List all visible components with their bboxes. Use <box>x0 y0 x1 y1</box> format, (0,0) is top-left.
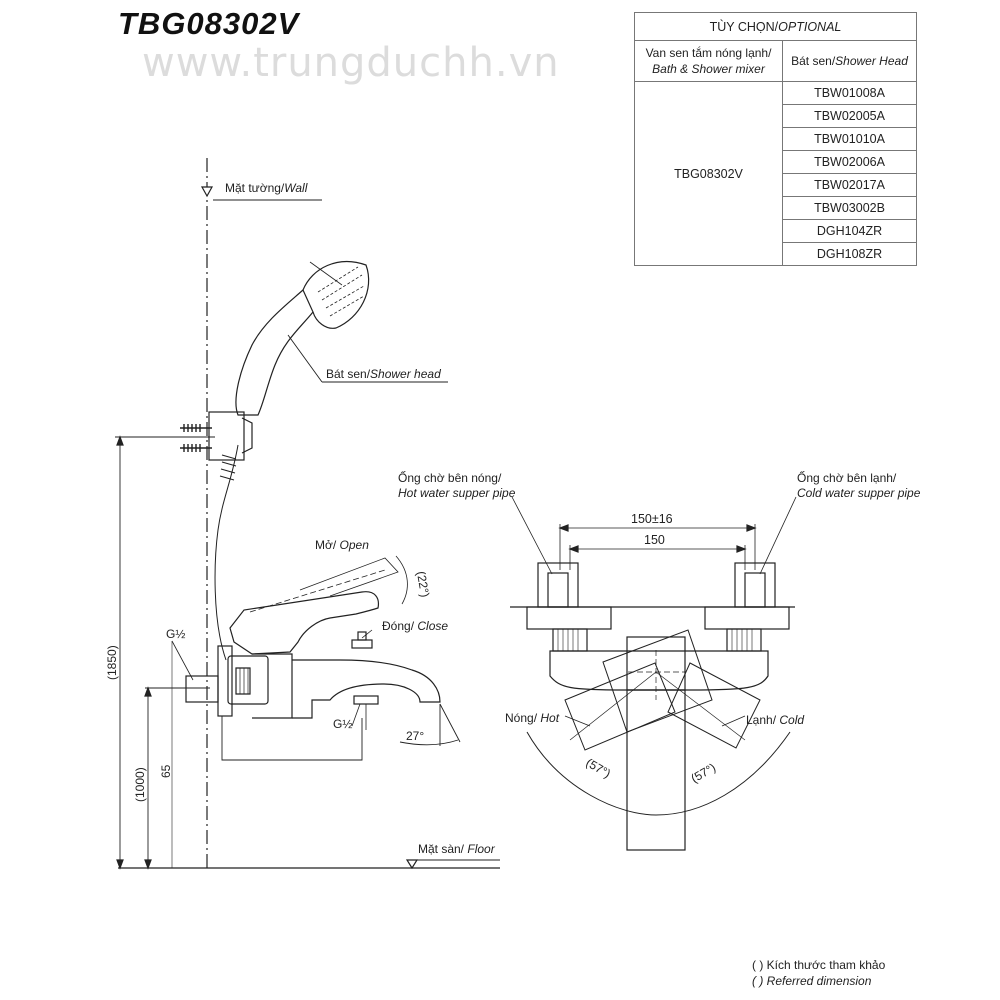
g-half-top-label: G½ <box>166 627 185 641</box>
hot-pipe-label-vi: Ống chờ bên nóng/ <box>398 470 502 485</box>
wall-anchors <box>180 424 212 452</box>
col-mixer-header: Van sen tắm nóng lạnh/ Bath & Shower mix… <box>634 40 783 82</box>
shower-hose <box>214 444 239 661</box>
legend-line-en: ( ) Referred dimension <box>752 974 872 988</box>
side-view <box>115 158 500 870</box>
floor-label: Mặt sàn/ Floor <box>418 842 496 856</box>
shower-bracket <box>208 411 245 461</box>
shower-head-model: TBW02005A <box>782 104 917 128</box>
hot-pipe <box>537 562 579 608</box>
shower-head-model: TBW02006A <box>782 150 917 174</box>
dim-1000-label: (1000) <box>133 767 147 802</box>
watermark: www.trungduchh.vn <box>142 40 560 86</box>
dim-150-16-label: 150±16 <box>631 512 673 526</box>
close-label: Đóng/ Close <box>382 619 448 633</box>
angle-57-right-label: (57°) <box>689 760 719 785</box>
mixer-lever <box>229 591 380 655</box>
col-shower-head-header: Bát sen/Shower Head <box>782 40 917 82</box>
mixer-body <box>227 655 269 705</box>
model-title: TBG08302V <box>118 6 300 41</box>
optional-table: TÙY CHỌN/OPTIONAL Van sen tắm nóng lạnh/… <box>634 12 917 266</box>
angle-57-left-label: (57°) <box>584 755 614 780</box>
cold-label: Lạnh/ Cold <box>746 713 804 727</box>
legend: ( ) Kích thước tham khảo ( ) Referred di… <box>752 957 885 989</box>
mixer-body-front <box>549 650 769 691</box>
optional-table-header: TÙY CHỌN/OPTIONAL <box>634 12 917 41</box>
cold-pipe-label-en: Cold water supper pipe <box>797 486 921 500</box>
shower-head <box>235 289 314 416</box>
shower-head-label: Bát sen/Shower head <box>326 367 441 381</box>
shower-head-model: DGH104ZR <box>782 219 917 243</box>
open-label: Mở/ Open <box>315 538 369 552</box>
hot-pipe-label-en: Hot water supper pipe <box>398 486 516 500</box>
mixer-model-cell: TBG08302V <box>634 81 783 266</box>
shower-head-model: TBW03002B <box>782 196 917 220</box>
legend-line-vi: ( ) Kích thước tham khảo <box>752 958 886 972</box>
angle-22-label: (22°) <box>414 570 432 598</box>
front-view <box>510 496 797 851</box>
g-half-bottom-label: G½ <box>333 717 352 731</box>
dim-1850-label: (1850) <box>105 645 119 680</box>
shower-head-model: DGH108ZR <box>782 242 917 266</box>
cold-pipe-label-vi: Ống chờ bên lạnh/ <box>797 470 897 485</box>
wall-label: Mặt tường/Wall <box>225 181 308 195</box>
spout-front <box>626 689 686 851</box>
dim-150-label: 150 <box>644 533 665 547</box>
shower-head-model: TBW01008A <box>782 81 917 105</box>
hot-label: Nóng/ Hot <box>505 711 560 725</box>
dim-65-label: 65 <box>159 764 173 778</box>
angle-27-label: 27° <box>406 729 424 743</box>
